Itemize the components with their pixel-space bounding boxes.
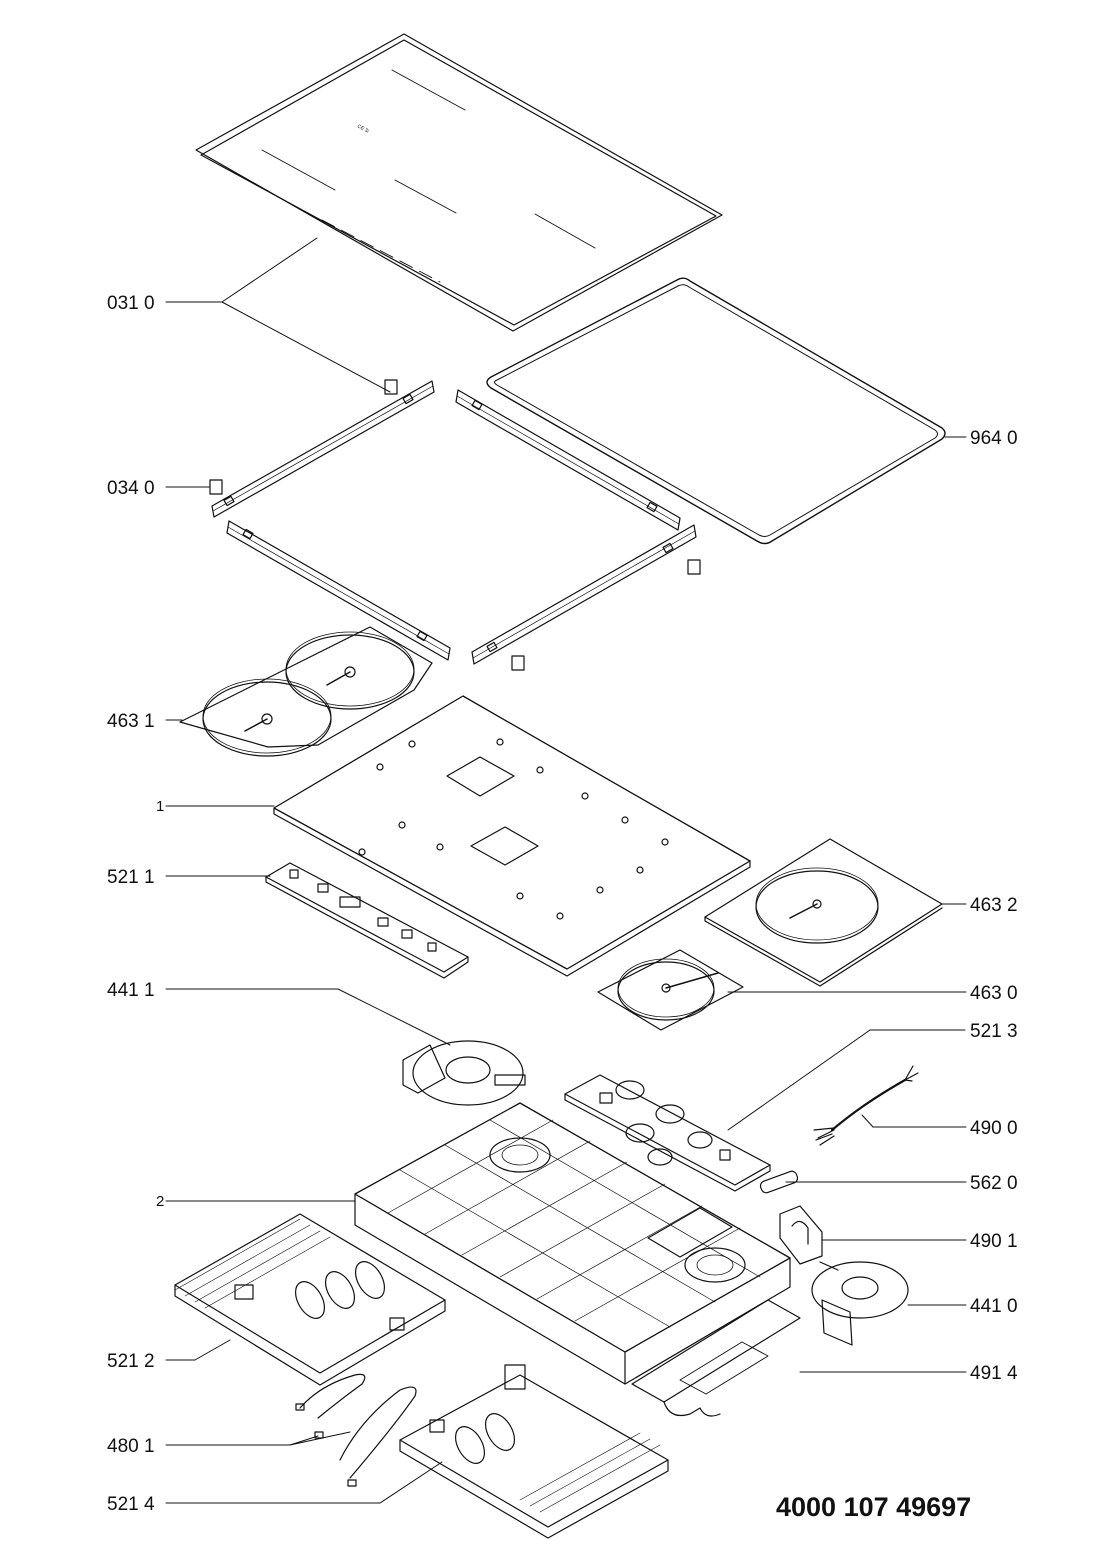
callout-521-3: 521 3: [970, 1021, 1018, 1042]
power-cable: [813, 1065, 919, 1146]
callout-521-4: 521 4: [107, 1494, 155, 1515]
fuse: [759, 1170, 799, 1194]
cover-plate: [631, 1299, 801, 1417]
glass-top-panel: CE 3i: [195, 33, 723, 332]
panel-marking: CE 3i: [356, 123, 370, 134]
base-housing: [354, 1102, 791, 1385]
callout-441-0: 441 0: [970, 1296, 1018, 1317]
callout-480-1: 480 1: [107, 1436, 155, 1457]
power-board-left: [174, 1213, 446, 1386]
callout-463-0: 463 0: [970, 983, 1018, 1004]
support-plate: [273, 695, 751, 977]
coil-plate-small: [597, 949, 744, 1031]
coil-plate-large: [704, 838, 943, 987]
callout-490-1: 490 1: [970, 1231, 1018, 1252]
callout-463-2: 463 2: [970, 895, 1018, 916]
cooling-fan-right: [811, 1261, 909, 1346]
power-board-right: [399, 1364, 669, 1539]
callout-034-0: 034 0: [107, 478, 155, 499]
callout-463-1: 463 1: [107, 711, 155, 732]
callout-1: 1: [156, 798, 165, 815]
callout-441-1: 441 1: [107, 980, 155, 1001]
coil-plate-double: [179, 626, 433, 757]
frame-gasket: [486, 277, 946, 545]
cooling-fan-left: [402, 1040, 526, 1106]
control-board: [265, 862, 469, 979]
callout-521-1: 521 1: [107, 867, 155, 888]
callout-562-0: 562 0: [970, 1173, 1018, 1194]
callout-031-0: 031 0: [107, 293, 155, 314]
callout-2: 2: [156, 1193, 165, 1210]
callout-521-2: 521 2: [107, 1351, 155, 1372]
filter-board: [564, 1074, 771, 1192]
frame-rails: [209, 379, 701, 671]
callout-491-4: 491 4: [970, 1363, 1018, 1384]
callout-964-0: 964 0: [970, 428, 1018, 449]
wire-harness: [295, 1373, 417, 1487]
leader-lines: [165, 237, 967, 1504]
document-number: 4000 107 49697: [776, 1492, 972, 1522]
cable-clamp: [779, 1205, 823, 1265]
callout-490-0: 490 0: [970, 1118, 1018, 1139]
